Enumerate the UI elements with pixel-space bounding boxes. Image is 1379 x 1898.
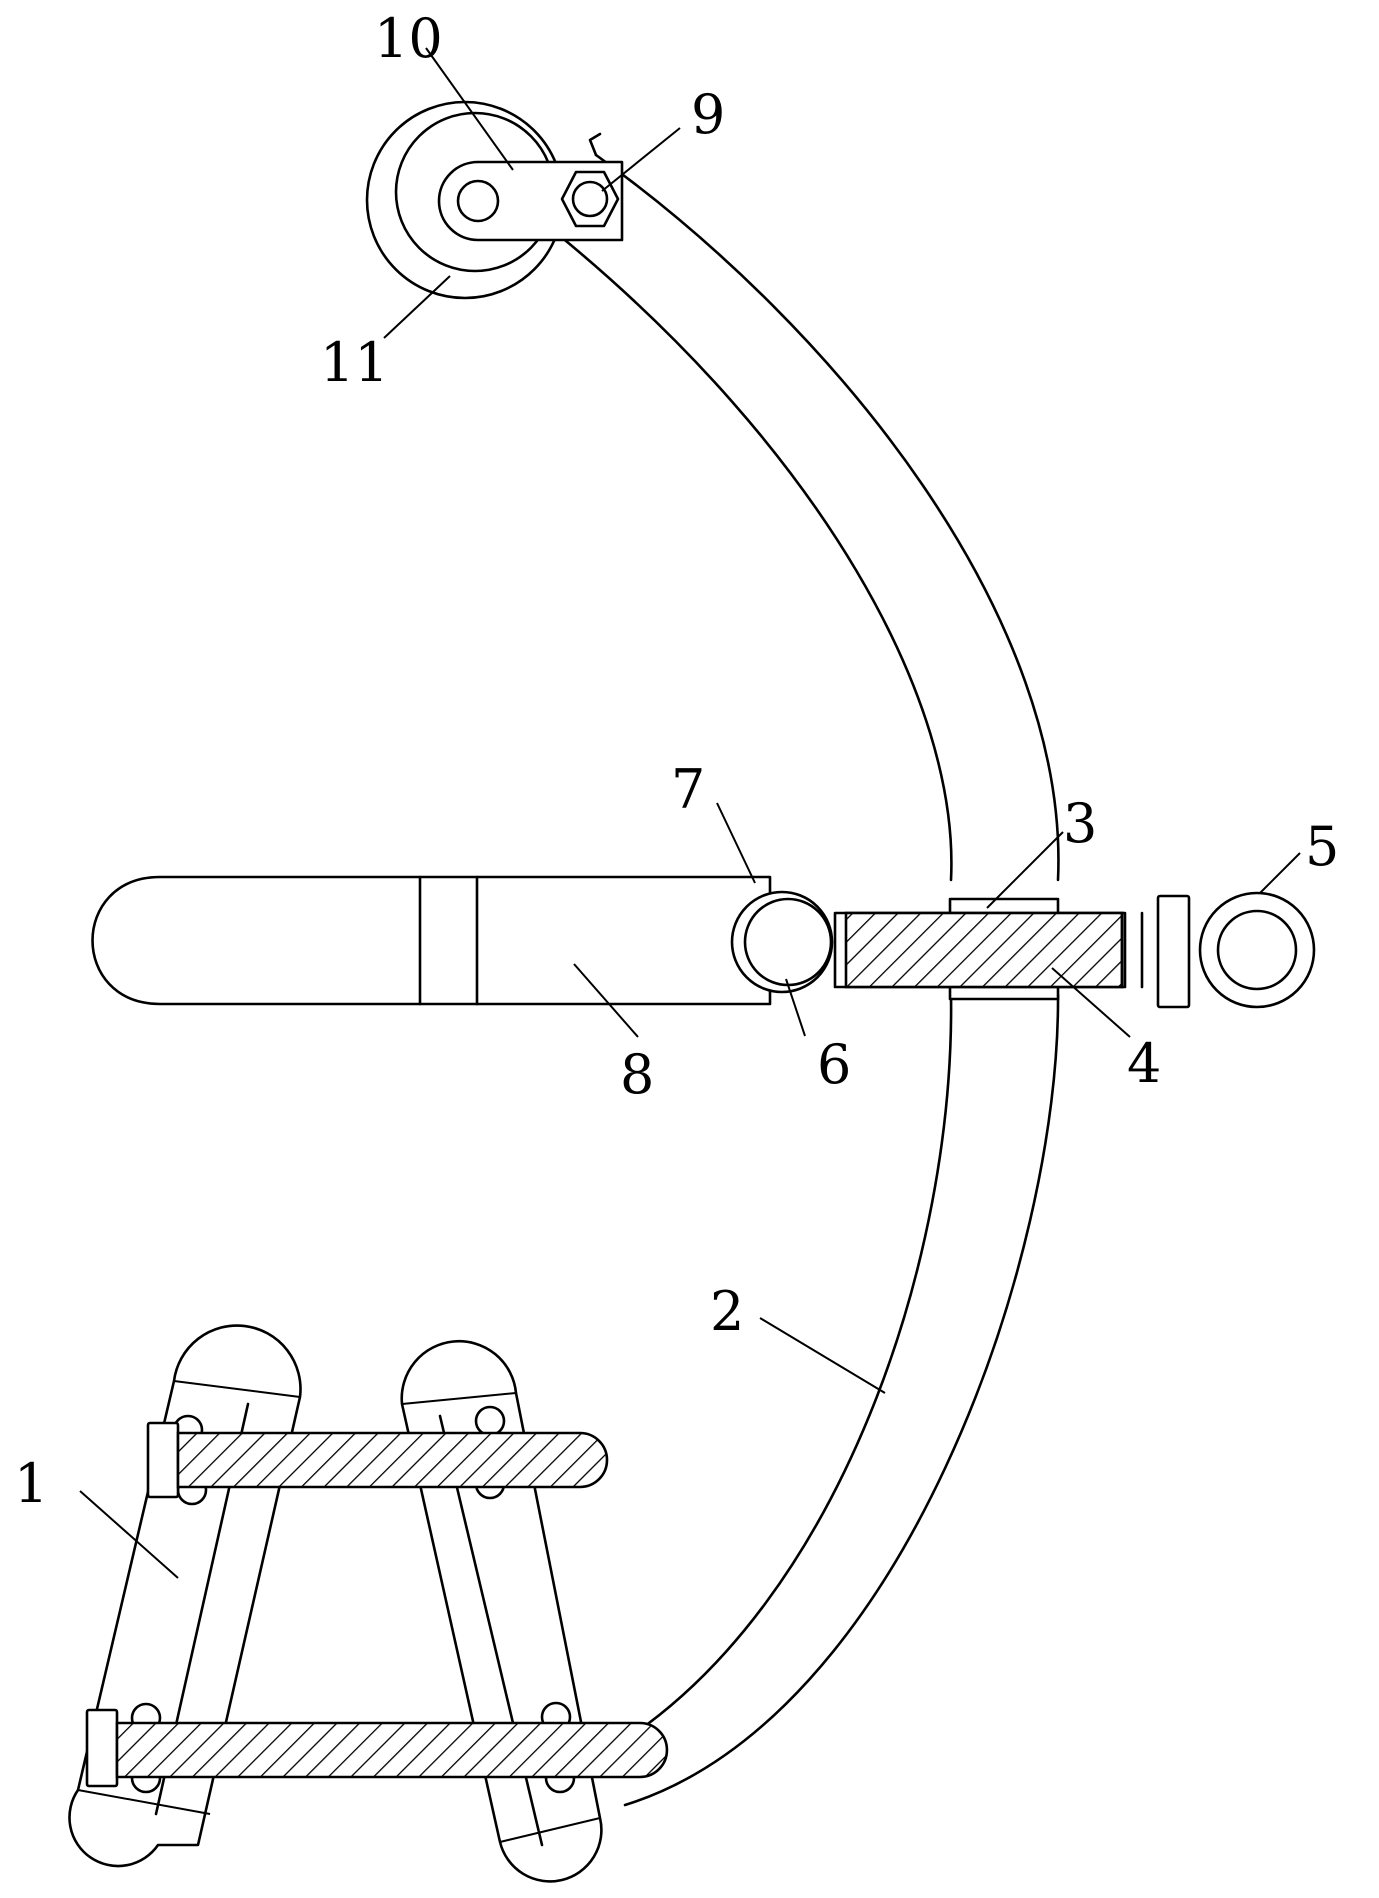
label-5: 5 bbox=[1305, 815, 1339, 878]
label-7: 7 bbox=[671, 758, 705, 821]
leader-lines bbox=[79, 47, 1301, 1579]
base-clamp bbox=[68, 1324, 669, 1883]
label-3: 3 bbox=[1063, 792, 1097, 855]
handle bbox=[91, 875, 772, 1006]
reference-numerals: 1 2 3 4 5 6 7 8 9 10 11 bbox=[14, 7, 1339, 1515]
label-4: 4 bbox=[1127, 1032, 1161, 1095]
end-ring bbox=[1156, 891, 1316, 1009]
label-10: 10 bbox=[374, 7, 443, 70]
label-2: 2 bbox=[710, 1280, 744, 1343]
label-9: 9 bbox=[691, 83, 725, 146]
label-1: 1 bbox=[14, 1452, 48, 1515]
pivot-joint bbox=[730, 890, 834, 994]
label-6: 6 bbox=[817, 1033, 851, 1096]
label-11: 11 bbox=[320, 331, 389, 394]
curved-arm bbox=[558, 132, 1060, 1807]
sliding-rod bbox=[833, 911, 1144, 989]
label-8: 8 bbox=[620, 1043, 654, 1106]
roller-assembly bbox=[365, 100, 624, 300]
